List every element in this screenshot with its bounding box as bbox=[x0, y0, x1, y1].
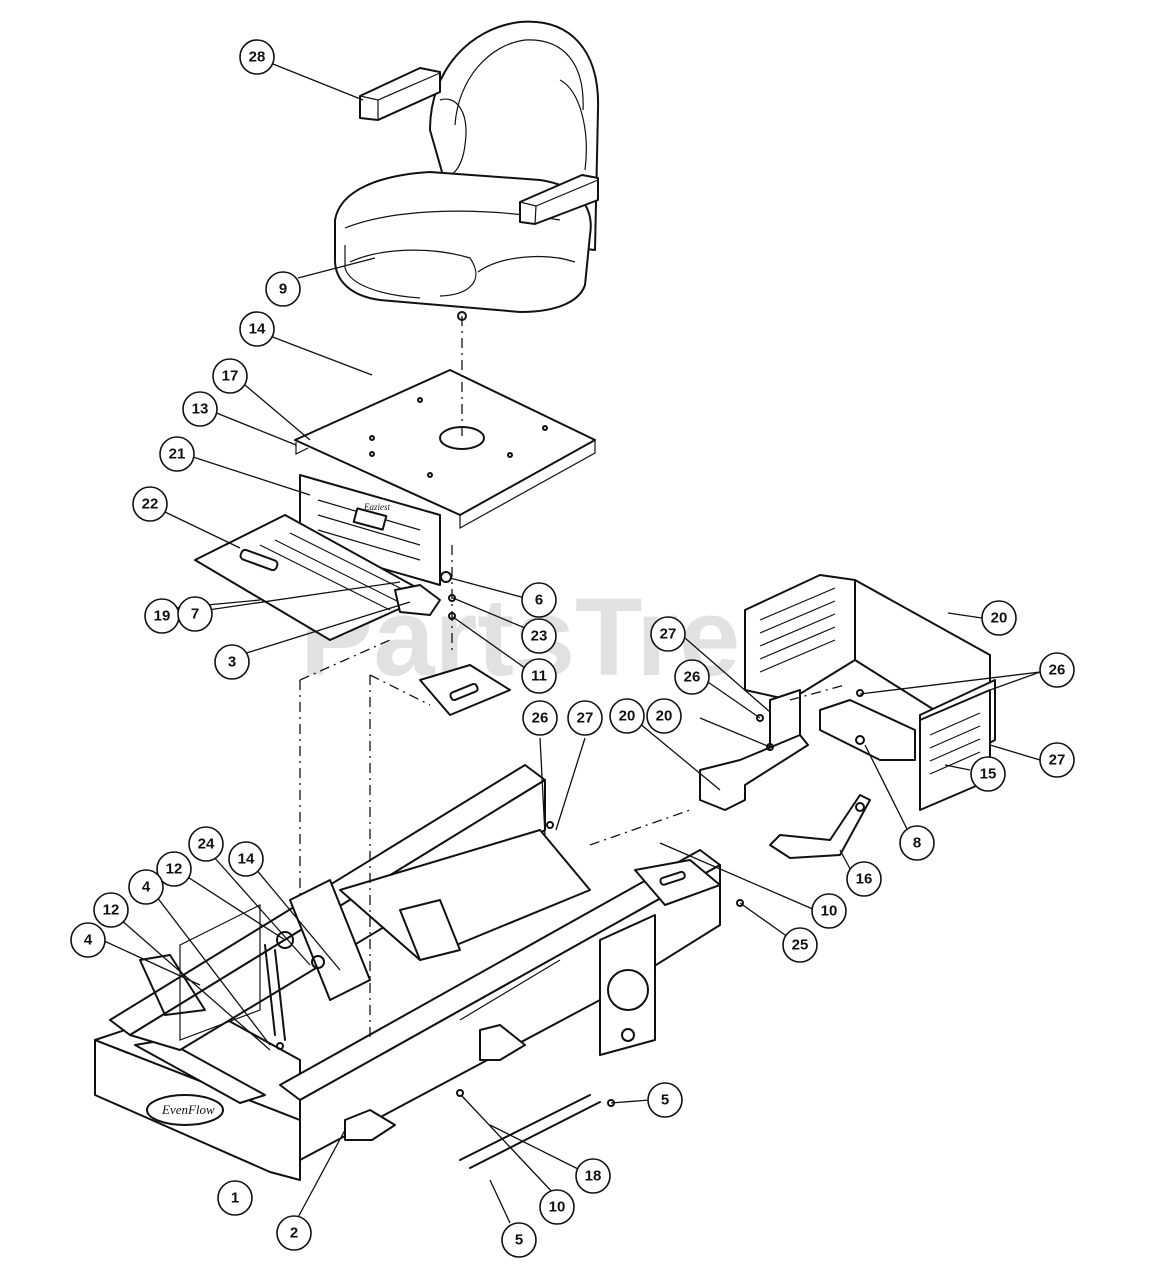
svg-text:10: 10 bbox=[821, 903, 838, 920]
callout-9: 9 bbox=[265, 271, 301, 307]
svg-text:20: 20 bbox=[619, 708, 636, 725]
footrest-assembly bbox=[699, 574, 996, 859]
callout-5-lower: 5 bbox=[501, 1222, 537, 1258]
svg-text:26: 26 bbox=[532, 710, 549, 727]
callout-10-right: 10 bbox=[811, 893, 847, 929]
seat-pan bbox=[194, 369, 596, 641]
svg-text:6: 6 bbox=[535, 592, 543, 609]
svg-text:24: 24 bbox=[198, 836, 215, 853]
callout-3: 3 bbox=[214, 644, 250, 680]
svg-text:25: 25 bbox=[792, 937, 809, 954]
svg-text:22: 22 bbox=[142, 496, 159, 513]
svg-text:14: 14 bbox=[249, 321, 266, 338]
callout-4-upper: 4 bbox=[128, 869, 164, 905]
svg-text:14: 14 bbox=[238, 851, 255, 868]
callout-8: 8 bbox=[899, 825, 935, 861]
callout-27-upper: 27 bbox=[650, 616, 686, 652]
callout-26-right: 26 bbox=[1039, 652, 1075, 688]
svg-text:27: 27 bbox=[1049, 752, 1066, 769]
callout-20-top: 20 bbox=[981, 600, 1017, 636]
svg-text:27: 27 bbox=[660, 626, 677, 643]
svg-text:7: 7 bbox=[191, 606, 199, 623]
callout-21: 21 bbox=[159, 436, 195, 472]
callout-15: 15 bbox=[970, 756, 1006, 792]
callout-19: 19 bbox=[144, 598, 180, 634]
assembly-lines bbox=[299, 316, 846, 1040]
callout-14-top: 14 bbox=[239, 311, 275, 347]
callout-2: 2 bbox=[276, 1215, 312, 1251]
callout-17: 17 bbox=[212, 358, 248, 394]
svg-text:5: 5 bbox=[515, 1232, 523, 1249]
svg-text:12: 12 bbox=[103, 902, 120, 919]
callout-28: 28 bbox=[239, 39, 275, 75]
callout-14-frame: 14 bbox=[228, 841, 264, 877]
svg-text:1: 1 bbox=[231, 1190, 239, 1207]
callout-23: 23 bbox=[521, 618, 557, 654]
seat-plate-label: Eaziest bbox=[363, 502, 390, 512]
svg-text:13: 13 bbox=[192, 401, 209, 418]
callout-1: 1 bbox=[217, 1180, 253, 1216]
svg-text:11: 11 bbox=[531, 668, 547, 685]
svg-text:28: 28 bbox=[249, 49, 266, 66]
callout-22: 22 bbox=[132, 486, 168, 522]
callout-26-mid: 26 bbox=[522, 700, 558, 736]
callout-13: 13 bbox=[182, 391, 218, 427]
callout-12-lower: 12 bbox=[93, 892, 129, 928]
callout-18: 18 bbox=[575, 1158, 611, 1194]
callout-27-mid: 27 bbox=[567, 700, 603, 736]
svg-text:4: 4 bbox=[84, 932, 93, 949]
callout-26-upper: 26 bbox=[674, 659, 710, 695]
frame-brand-plate: EvenFlow bbox=[161, 1102, 215, 1117]
svg-text:12: 12 bbox=[166, 861, 183, 878]
callout-6: 6 bbox=[521, 582, 557, 618]
svg-text:19: 19 bbox=[154, 608, 171, 625]
callout-7: 7 bbox=[177, 596, 213, 632]
svg-text:17: 17 bbox=[222, 368, 239, 385]
svg-text:20: 20 bbox=[991, 610, 1008, 627]
callout-4-lower: 4 bbox=[70, 922, 106, 958]
svg-text:4: 4 bbox=[142, 879, 151, 896]
callout-20-left: 20 bbox=[609, 698, 645, 734]
callout-16: 16 bbox=[846, 861, 882, 897]
svg-text:26: 26 bbox=[684, 669, 701, 686]
svg-text:27: 27 bbox=[577, 710, 594, 727]
callout-12-upper: 12 bbox=[156, 851, 192, 887]
svg-text:9: 9 bbox=[279, 281, 287, 298]
seat bbox=[334, 20, 600, 321]
svg-text:15: 15 bbox=[980, 766, 997, 783]
svg-text:18: 18 bbox=[585, 1168, 602, 1185]
svg-text:3: 3 bbox=[228, 654, 236, 671]
callout-11: 11 bbox=[521, 658, 557, 694]
callout-20-mid: 20 bbox=[646, 698, 682, 734]
svg-text:23: 23 bbox=[531, 628, 548, 645]
callout-5-right: 5 bbox=[647, 1082, 683, 1118]
frame: EvenFlow bbox=[94, 664, 744, 1181]
callouts: 28 9 14 17 13 21 22 19 7 3 6 23 11 20 27… bbox=[70, 39, 1075, 1258]
svg-text:8: 8 bbox=[913, 835, 921, 852]
svg-text:20: 20 bbox=[656, 708, 673, 725]
callout-10-lower: 10 bbox=[539, 1189, 575, 1225]
svg-text:21: 21 bbox=[169, 446, 186, 463]
callout-27-right: 27 bbox=[1039, 742, 1075, 778]
svg-text:26: 26 bbox=[1049, 662, 1066, 679]
callout-24: 24 bbox=[188, 826, 224, 862]
svg-text:5: 5 bbox=[661, 1092, 669, 1109]
svg-text:16: 16 bbox=[856, 871, 873, 888]
callout-25: 25 bbox=[782, 927, 818, 963]
svg-text:2: 2 bbox=[290, 1225, 298, 1242]
svg-text:10: 10 bbox=[549, 1199, 566, 1216]
